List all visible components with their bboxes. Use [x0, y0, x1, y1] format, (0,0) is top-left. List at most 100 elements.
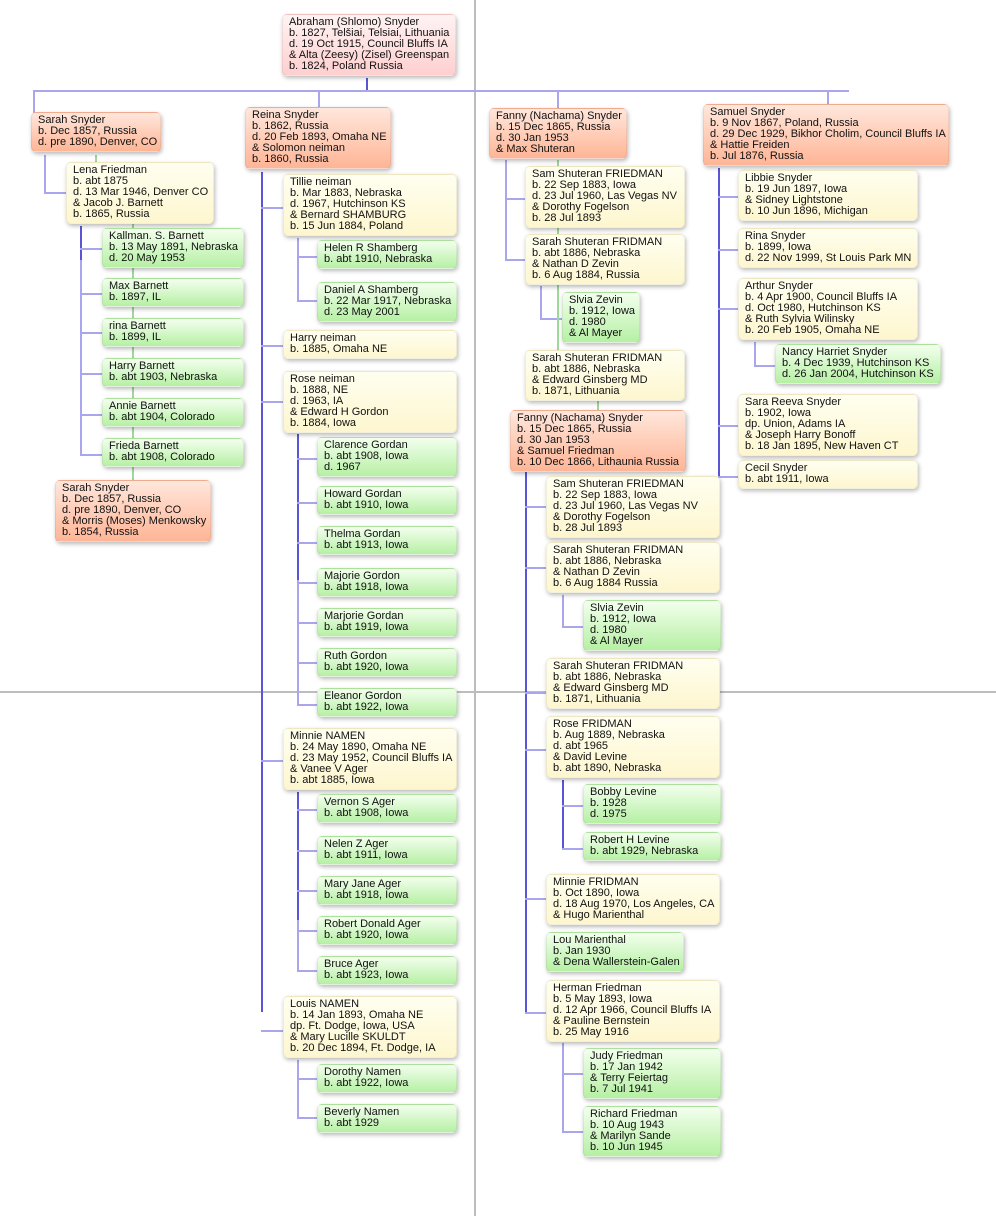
connector [297, 582, 319, 584]
person-box-root[interactable]: Abraham (Shlomo) Snyder b. 1827, Telšiai… [282, 14, 457, 76]
connector [525, 567, 547, 569]
connector [297, 920, 299, 972]
person-detail: b. Oct 1890, Iowa [553, 887, 640, 899]
person-name: Thelma Gordan [324, 528, 401, 540]
person-name: Sarah Shuteran FRIDMAN [553, 660, 684, 672]
person-name: Majorie Gordon [324, 570, 400, 582]
person-detail: b. 28 Jul 1893 [532, 212, 602, 224]
person-detail: b. abt 1885, Iowa [290, 774, 375, 786]
person-detail: b. 9 Nov 1867, Poland, Russia [710, 117, 859, 129]
person-detail: b. abt 1903, Nebraska [109, 371, 218, 383]
person-detail: b. 1888, NE [290, 384, 349, 396]
person-detail: b. 1899, IL [109, 331, 161, 343]
person-name: Frieda Barnett [109, 440, 179, 452]
person-detail: & Pauline Bernstein [553, 1015, 650, 1027]
person-detail: b. abt 1904, Colorado [109, 411, 215, 423]
connector [557, 90, 559, 108]
person-detail: b. 1897, IL [109, 291, 161, 303]
person-detail: & Edward Ginsberg MD [553, 682, 669, 694]
person-detail: d. pre 1890, Denver, CO [38, 136, 158, 148]
person-name: Nancy Harriet Snyder [782, 346, 888, 358]
person-detail: dp. Ft. Dodge, Iowa, USA [290, 1020, 415, 1032]
person-detail: d. 1963, IA [290, 395, 344, 407]
connector [525, 749, 547, 751]
person-name: Richard Friedman [590, 1108, 678, 1120]
person-name: Minnie NAMEN [290, 730, 366, 742]
connector [297, 792, 299, 922]
person-detail: b. 15 Dec 1865, Russia [496, 121, 611, 133]
person-detail: b. 10 Jun 1945 [590, 1141, 663, 1153]
person-name: rina Barnett [109, 320, 166, 332]
person-detail: b. Jan 1930 [553, 945, 611, 957]
person-detail: b. abt 1910, Nebraska [324, 253, 433, 265]
person-detail: b. 28 Jul 1893 [553, 522, 623, 534]
person-detail: & Bernard SHAMBURG [290, 209, 407, 221]
person-detail: b. 22 Sep 1883, Iowa [553, 489, 657, 501]
connector [297, 502, 319, 504]
person-detail: & David Levine [553, 751, 627, 763]
person-name: Herman Friedman [553, 982, 642, 994]
person-detail: b. abt 1920, Iowa [324, 661, 409, 673]
person-detail: d. 1980 [590, 624, 627, 636]
connector [718, 168, 720, 478]
person-detail: & Ruth Sylvia Wilinsky [745, 313, 855, 325]
person-detail: b. Mar 1883, Nebraska [290, 187, 402, 199]
